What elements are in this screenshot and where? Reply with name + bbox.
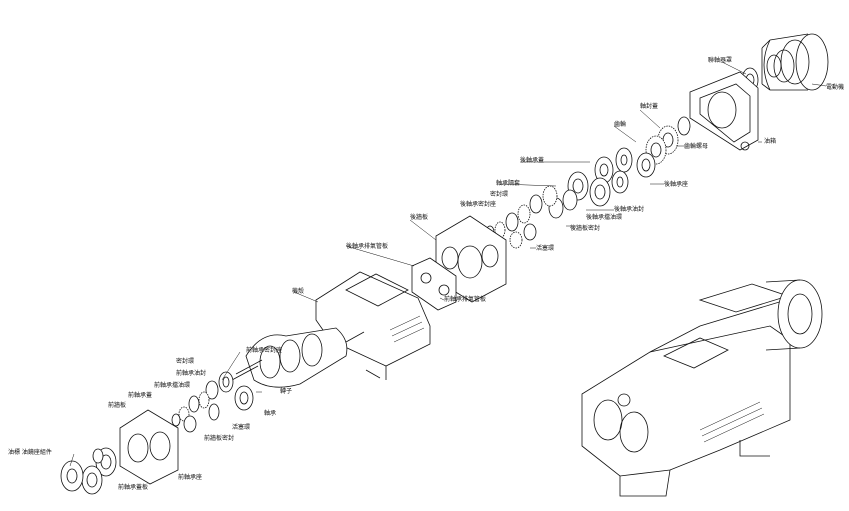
rear-exhaust-plate-part [411, 257, 457, 311]
label-rear-bearing-cover: 後軸承蓋 [520, 157, 545, 164]
label-rear-wall-plate: 後牆板 [410, 214, 429, 221]
label-seal-ring-f: 密封環 [176, 358, 195, 365]
label-oil-gauge: 油標 油鏡座組件 [8, 449, 52, 456]
rotor-part [231, 327, 365, 388]
label-front-cover-plate: 前軸承蓋板 [118, 484, 149, 491]
label-front-bearing-cover: 前軸承蓋 [128, 392, 153, 399]
front-cover-plate-part [60, 448, 104, 492]
assembled-unit [581, 279, 823, 497]
label-rear-exhaust-plate: 後軸承排氣管板 [346, 243, 389, 250]
label-oil-tank: 油箱 [764, 138, 777, 145]
label-bearing: 軸承 [264, 410, 277, 417]
label-gear: 齒輪 [614, 121, 627, 128]
motor-part [761, 33, 829, 91]
label-housing: 機殼 [292, 288, 305, 295]
front-wall-plate-part [119, 409, 179, 485]
label-front-exhaust-plate-r: 前軸承排氣管板 [444, 296, 487, 303]
front-bearing-group [171, 371, 254, 433]
label-seal-ring-a: 密封環 [490, 191, 509, 198]
leader-lines [69, 61, 827, 467]
label-front-oil-ring: 前軸承擋油環 [154, 382, 191, 389]
label-rear-oil-ring: 後軸承擋油環 [586, 214, 623, 221]
label-front-bearing-housing: 前軸承座 [178, 474, 203, 481]
rear-bearing-group [485, 156, 629, 249]
label-rear-seal-seat: 後軸承密封座 [460, 201, 497, 208]
label-rear-plate-seal: 後牆板密封 [570, 225, 601, 232]
label-gear-nut: 齒輪螺母 [684, 143, 709, 150]
label-bearing-spacer: 軸承隔套 [496, 180, 521, 187]
label-piston-ring-r: 活塞環 [536, 245, 555, 252]
oil-tank-part [689, 71, 759, 151]
label-rear-bearing-housing: 後軸承座 [664, 181, 689, 188]
label-piston-ring-f: 活塞環 [232, 424, 251, 431]
label-front-oil-seal: 前軸承油封 [176, 370, 207, 377]
label-motor: 電動機 [826, 84, 845, 91]
label-front-plate-seal: 前牆板密封 [204, 435, 235, 442]
label-rotor: 轉子 [280, 388, 293, 395]
label-rear-oil-seal: 後軸承油封 [614, 206, 645, 213]
label-front-wall-plate: 前牆板 [108, 402, 127, 409]
label-coupling-cover: 聯軸器罩 [708, 57, 733, 64]
label-shaft-seal-cover: 軸封蓋 [640, 103, 659, 110]
gear-part [615, 116, 691, 178]
label-front-seal-seat: 前軸承密封座 [246, 347, 283, 354]
